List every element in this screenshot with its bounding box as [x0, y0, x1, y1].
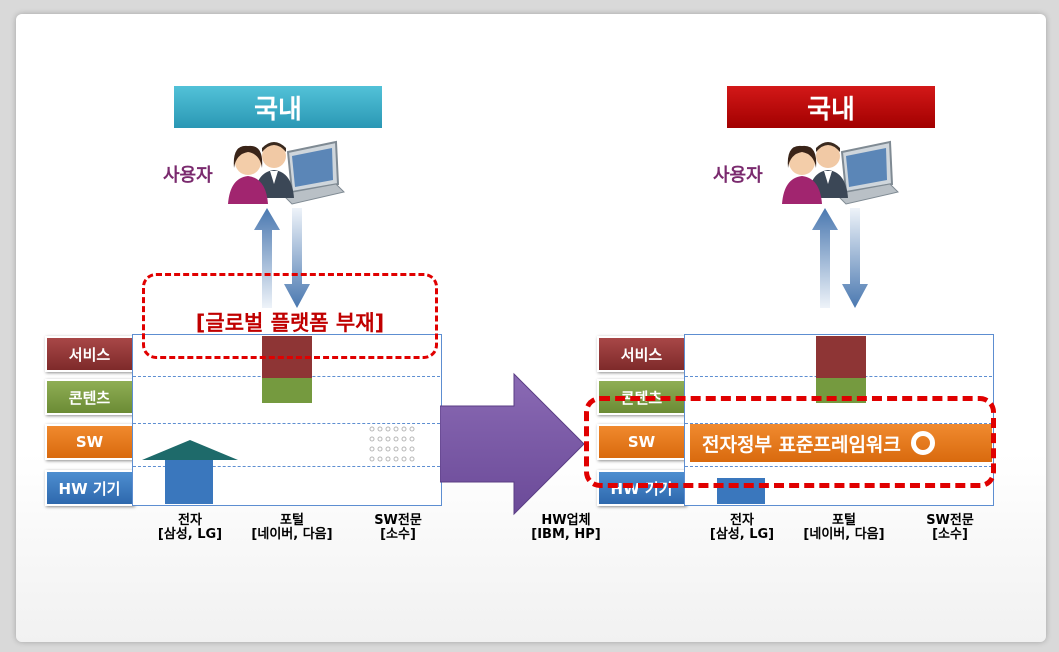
right-column-electronics: 전자[삼성, LG]	[709, 513, 775, 542]
left-layer-service: 서비스	[45, 336, 134, 372]
left-layer-hw: HW 기기	[45, 470, 134, 506]
left-up-down-arrows	[254, 208, 310, 308]
left-portal-content-block	[262, 378, 312, 403]
right-divider-3	[685, 466, 992, 467]
left-callout-text: [글로벌 플랫폼 부재]	[195, 311, 385, 335]
right-column-portal: 포털[네이버, 다음]	[803, 513, 885, 542]
left-title-domestic: 국내	[174, 86, 382, 128]
right-layer-sw: SW	[597, 424, 686, 460]
left-growth-arrow	[142, 440, 238, 460]
right-divider-2	[685, 423, 992, 424]
right-electronics-hw-block	[717, 478, 765, 504]
left-column-portal: 포털[네이버, 다음]	[251, 513, 333, 542]
hw-vendor-label: HW업체[IBM, HP]	[531, 513, 601, 542]
right-column-sw-specialist: SW전문[소수]	[926, 513, 974, 542]
right-layer-service: 서비스	[597, 336, 686, 372]
right-user-label: 사용자	[713, 165, 763, 186]
egov-framework-bar: 전자정부 표준프레임워크	[690, 424, 992, 462]
right-portal-service-block	[816, 336, 866, 378]
left-user-label: 사용자	[163, 165, 213, 186]
left-divider-3	[133, 466, 440, 467]
left-column-sw-specialist: SW전문[소수]	[374, 513, 422, 542]
right-user-laptop-icon	[782, 140, 899, 205]
big-transition-arrow	[440, 372, 585, 516]
left-global-platform-absent-callout	[142, 273, 438, 359]
left-electronics-hw-block	[165, 458, 213, 504]
left-column-electronics: 전자[삼성, LG]	[157, 513, 223, 542]
left-layer-content: 콘텐츠	[45, 379, 134, 415]
left-divider-2	[133, 423, 440, 424]
right-framework-highlight	[584, 396, 996, 488]
left-user-laptop-icon	[228, 140, 345, 205]
left-layer-sw: SW	[45, 424, 134, 460]
right-title-domestic: 국내	[727, 86, 935, 128]
left-sw-dot-pattern	[369, 426, 415, 462]
framework-ring-icon	[910, 431, 935, 455]
egov-framework-label: 전자정부 표준프레임워크	[702, 433, 901, 456]
right-up-down-arrows	[812, 208, 868, 308]
